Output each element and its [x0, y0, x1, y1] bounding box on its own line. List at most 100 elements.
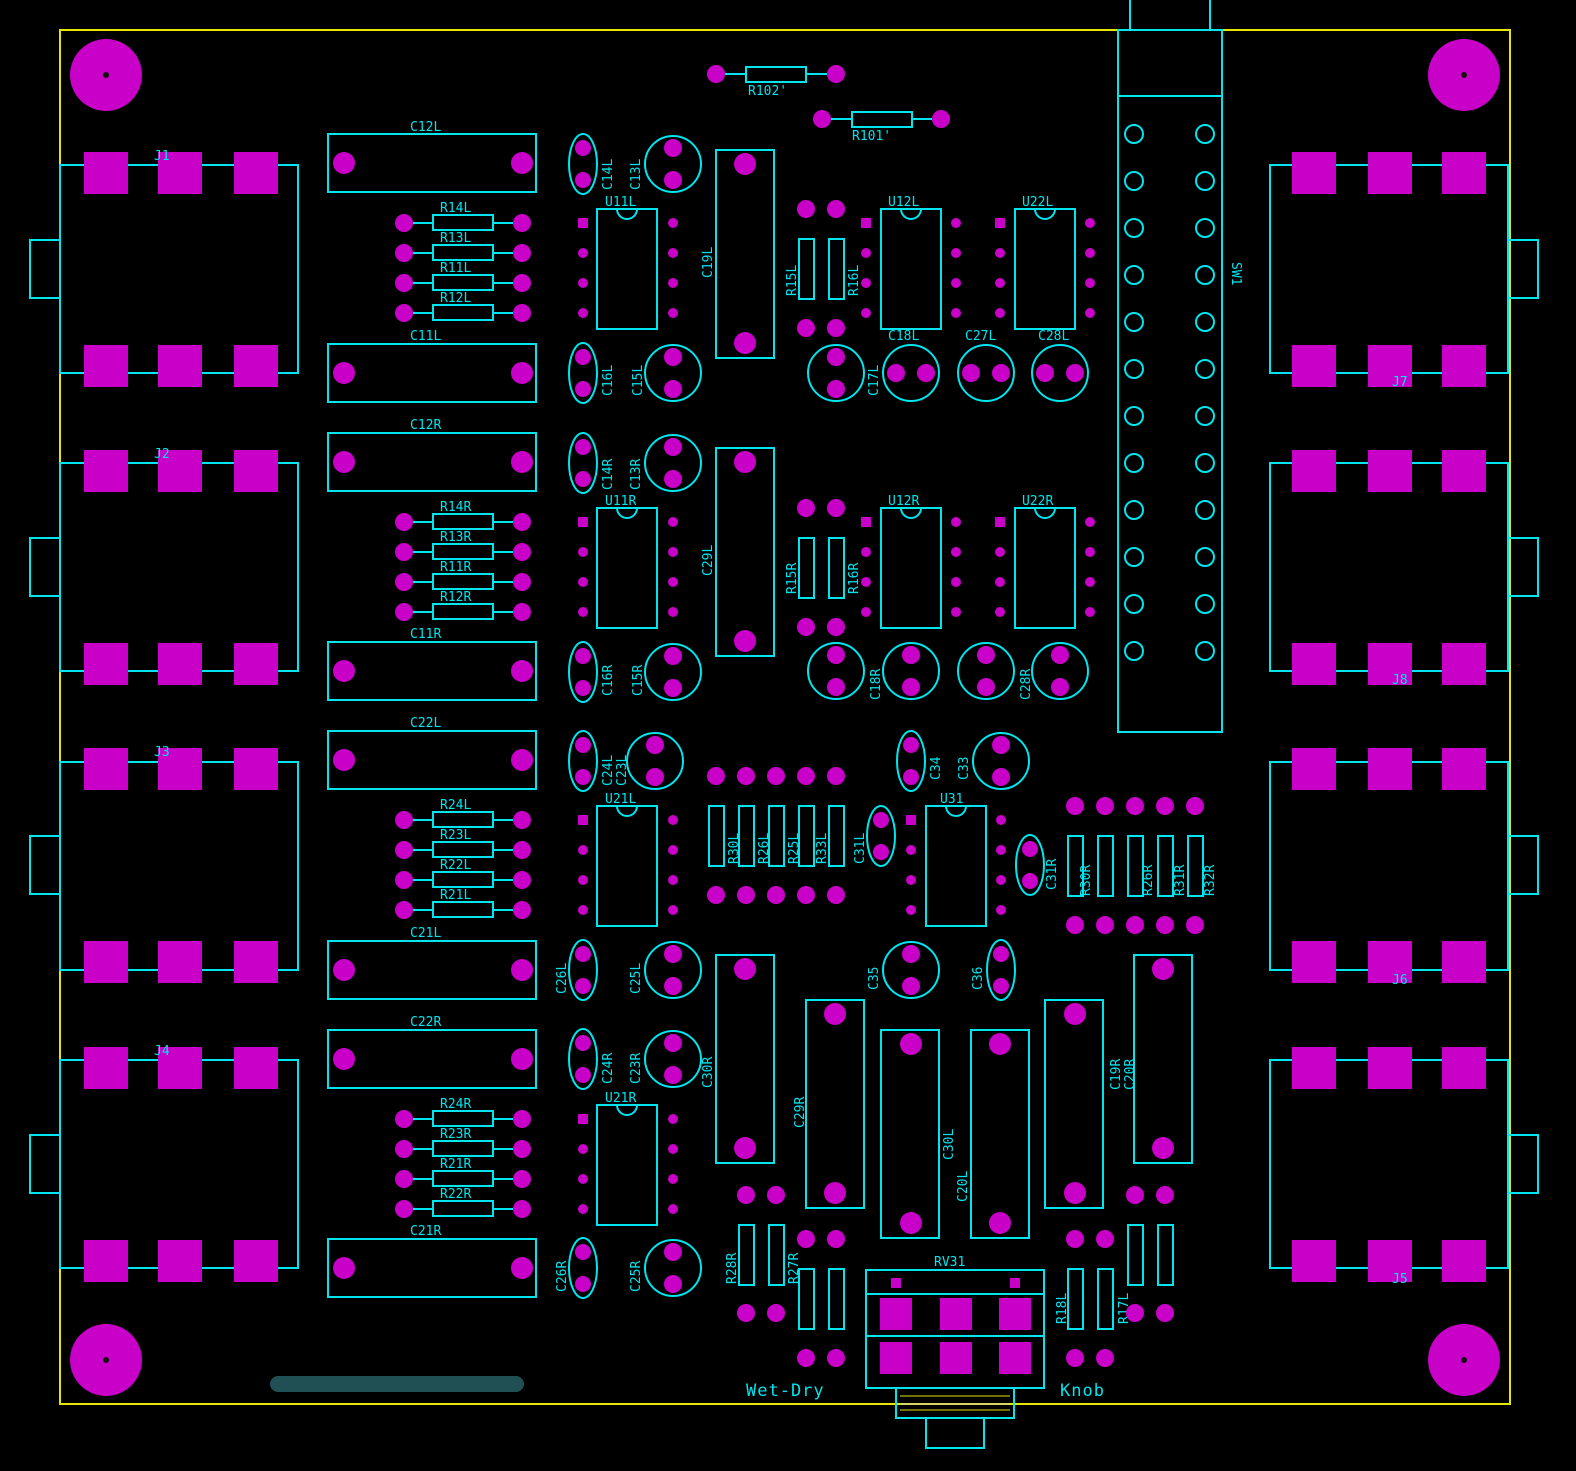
- label-c12r: C12R: [410, 418, 441, 433]
- label-r16l: R16L: [847, 265, 862, 296]
- label-c29l: C29L: [701, 545, 716, 576]
- label-c21l: C21L: [410, 926, 441, 941]
- label-r30r: R30R: [1079, 865, 1094, 896]
- label-r102: R102': [748, 84, 787, 99]
- jack-j4: J4: [29, 1044, 299, 1282]
- label-c18r: C18R: [869, 669, 884, 700]
- label-j1: J1: [154, 149, 170, 164]
- label-c30l: C30L: [942, 1129, 957, 1160]
- label-c12l: C12L: [410, 120, 441, 135]
- label-c13l: C13L: [629, 159, 644, 190]
- label-r26r: R26R: [1141, 865, 1156, 896]
- label-r18l: R18L: [1055, 1293, 1070, 1324]
- label-r28r: R28R: [725, 1253, 740, 1284]
- bottom-resistors: R28R R27R R18L R17L: [725, 1186, 1174, 1367]
- label-c28l: C28L: [1038, 329, 1069, 344]
- label-r11l: R11L: [440, 261, 471, 276]
- wet-dry-label: Wet-Dry: [746, 1381, 825, 1401]
- vertical-resistors-upper: R15L R16L R15R R16R: [785, 200, 862, 636]
- label-c26r: C26R: [555, 1261, 570, 1292]
- label-j6: J6: [1392, 973, 1408, 988]
- label-r24r: R24R: [440, 1097, 471, 1112]
- label-c17l: C17L: [867, 365, 882, 396]
- label-u21r: U21R: [605, 1091, 636, 1106]
- label-c16l: C16L: [601, 365, 616, 396]
- label-r14l: R14L: [440, 201, 471, 216]
- label-c11l: C11L: [410, 329, 441, 344]
- small-capacitors: C14L C13L C16L C15L C14R C13R C16R C15R …: [555, 133, 702, 1299]
- label-u11l: U11L: [605, 195, 636, 210]
- label-j7: J7: [1392, 375, 1408, 390]
- label-c29r: C29R: [793, 1097, 808, 1128]
- label-c24l: C24L: [601, 755, 616, 786]
- label-r15l: R15L: [785, 265, 800, 296]
- label-c15r: C15R: [631, 665, 646, 696]
- label-u31: U31: [940, 792, 963, 807]
- label-r24l: R24L: [440, 798, 471, 813]
- label-u12r: U12R: [888, 494, 919, 509]
- label-c31l: C31L: [853, 833, 868, 864]
- label-r13r: R13R: [440, 530, 471, 545]
- board-edge: [59, 29, 1511, 1405]
- label-c15l: C15L: [631, 365, 646, 396]
- jack-j6: J6: [1269, 748, 1539, 988]
- label-j3: J3: [154, 745, 170, 760]
- label-r33l: R33L: [815, 833, 830, 864]
- label-c25r: C25R: [629, 1261, 644, 1292]
- top-resistors: R102' R101': [707, 65, 950, 144]
- label-c31r: C31R: [1045, 859, 1060, 890]
- label-c28r: C28R: [1019, 669, 1034, 700]
- label-r23r: R23R: [440, 1127, 471, 1142]
- label-j8: J8: [1392, 673, 1408, 688]
- label-c36: C36: [971, 967, 986, 990]
- label-u22l: U22L: [1022, 195, 1053, 210]
- mounting-holes: [70, 39, 1500, 1396]
- label-j5: J5: [1392, 1272, 1408, 1287]
- logo-blur: [270, 1376, 524, 1392]
- label-r22r: R22R: [440, 1187, 471, 1202]
- label-c33: C33: [957, 757, 972, 780]
- label-c35: C35: [867, 967, 882, 990]
- jack-j8: J8: [1269, 450, 1539, 688]
- label-r25l: R25L: [787, 833, 802, 864]
- label-r31r: R31R: [1173, 865, 1188, 896]
- label-rv31: RV31: [934, 1255, 965, 1270]
- label-c20l: C20L: [956, 1171, 971, 1202]
- label-r23l: R23L: [440, 828, 471, 843]
- label-u12l: U12L: [888, 195, 919, 210]
- label-c25l: C25L: [629, 963, 644, 994]
- label-r11r: R11R: [440, 560, 471, 575]
- label-c14l: C14L: [601, 159, 616, 190]
- film-capacitors: C12L C11L C12R C11R C22L C21L C22R C21R: [327, 120, 537, 1298]
- label-c23r: C23R: [629, 1053, 644, 1084]
- label-r21l: R21L: [440, 888, 471, 903]
- jack-j7: J7: [1269, 152, 1539, 390]
- label-c26l: C26L: [555, 963, 570, 994]
- label-c22r: C22R: [410, 1015, 441, 1030]
- label-c11r: C11R: [410, 627, 441, 642]
- label-u11r: U11R: [605, 494, 636, 509]
- label-r12l: R12L: [440, 291, 471, 306]
- label-c21r: C21R: [410, 1224, 441, 1239]
- label-r15r: R15R: [785, 563, 800, 594]
- label-c18l: C18L: [888, 329, 919, 344]
- label-r16r: R16R: [847, 563, 862, 594]
- vertical-film-capacitors: C19L C29L C30R C29R C30L C20L C19R C20R: [701, 149, 1193, 1239]
- label-r21r: R21R: [440, 1157, 471, 1172]
- jack-j1: J1: [29, 149, 299, 387]
- label-u22r: U22R: [1022, 494, 1053, 509]
- label-c34: C34: [929, 756, 944, 780]
- label-r13l: R13L: [440, 231, 471, 246]
- jack-j2: J2: [29, 447, 299, 685]
- knob-label: Knob: [1060, 1381, 1105, 1401]
- label-r26l: R26L: [757, 833, 772, 864]
- label-r32r: R32R: [1203, 865, 1218, 896]
- label-c23l: C23L: [615, 755, 630, 786]
- electrolytic-row: C17L C18L C27L C28L C18R C28R: [807, 329, 1089, 700]
- label-r101: R101': [852, 129, 891, 144]
- label-j4: J4: [154, 1044, 170, 1059]
- jack-j3: J3: [29, 745, 299, 983]
- label-r22l: R22L: [440, 858, 471, 873]
- label-c14r: C14R: [601, 459, 616, 490]
